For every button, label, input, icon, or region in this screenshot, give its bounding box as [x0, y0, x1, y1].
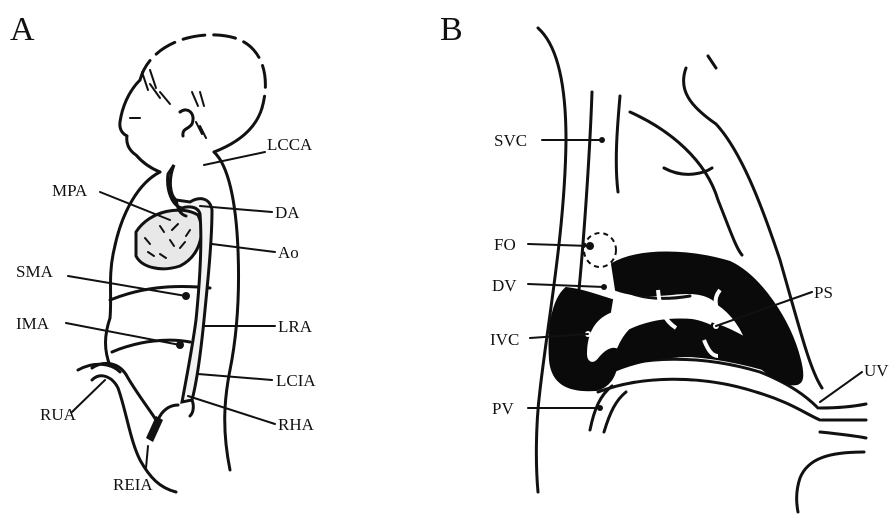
- label-sma: SMA: [16, 262, 54, 281]
- label-ao: Ao: [278, 243, 299, 262]
- panel-b: B: [440, 11, 889, 512]
- liver-shading: [550, 253, 803, 391]
- label-lcca: LCCA: [267, 135, 313, 154]
- label-dv: DV: [492, 276, 517, 295]
- label-lcia: LCIA: [276, 371, 316, 390]
- panel-a: A: [10, 11, 316, 494]
- label-ivc: IVC: [490, 330, 519, 349]
- label-uv: UV: [864, 361, 889, 380]
- panel-a-letter: A: [10, 11, 35, 48]
- label-rua: RUA: [40, 405, 77, 424]
- label-ima: IMA: [16, 314, 50, 333]
- label-da: DA: [275, 203, 300, 222]
- label-mpa: MPA: [52, 181, 88, 200]
- label-reia: REIA: [113, 475, 153, 494]
- label-rha: RHA: [278, 415, 315, 434]
- label-lra: LRA: [278, 317, 313, 336]
- panel-b-letter: B: [440, 11, 463, 48]
- label-fo: FO: [494, 235, 516, 254]
- label-ps: PS: [814, 283, 833, 302]
- label-svc: SVC: [494, 131, 527, 150]
- label-pv: PV: [492, 399, 514, 418]
